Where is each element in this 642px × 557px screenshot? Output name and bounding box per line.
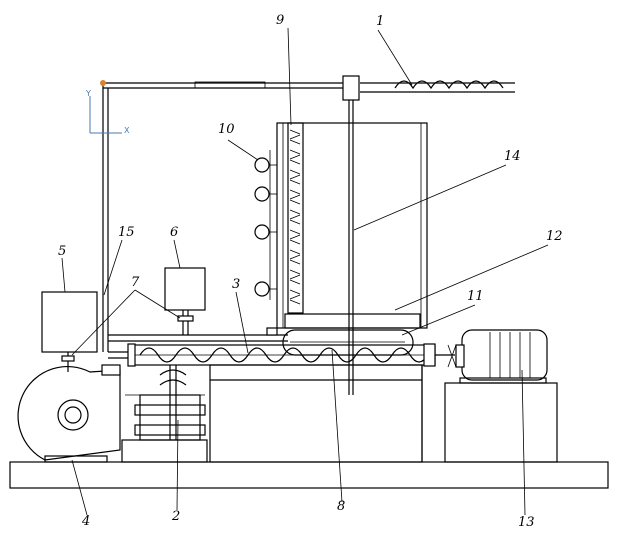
- label-11: 11: [467, 289, 484, 304]
- shaft-collar: [342, 75, 360, 395]
- gauge-4: [254, 281, 270, 297]
- label-2: 2: [171, 509, 180, 524]
- motor: [444, 329, 558, 463]
- label-15: 15: [118, 225, 135, 240]
- label-13: 13: [518, 515, 535, 530]
- feed-pipe: [108, 327, 288, 359]
- label-3: 3: [232, 277, 240, 292]
- label-6: 6: [170, 225, 178, 240]
- gauges: [254, 150, 277, 300]
- gear-drive: [121, 365, 208, 463]
- label-14: 14: [504, 149, 521, 164]
- label-9: 9: [276, 13, 284, 28]
- axis-indicator: Y X: [85, 89, 130, 135]
- box-6: [164, 267, 206, 335]
- origin-marker: [100, 80, 106, 86]
- top-rod: [100, 80, 515, 352]
- label-7: 7: [131, 275, 140, 290]
- top-spring-coil: [394, 80, 504, 90]
- box-5: [41, 291, 98, 372]
- axis-x-label: X: [124, 126, 130, 135]
- part-labels: 1 9 10 14 12 11 15 6 5 7 3 8 4 2 13: [58, 13, 563, 530]
- support-frame: [209, 364, 423, 463]
- gauge-2: [254, 186, 270, 202]
- label-4: 4: [81, 514, 90, 529]
- label-10: 10: [218, 122, 235, 137]
- leader-lines: [61, 27, 549, 516]
- label-12: 12: [546, 229, 563, 244]
- gauge-3: [254, 224, 270, 240]
- base-plate: [9, 461, 609, 489]
- label-1: 1: [376, 14, 384, 29]
- label-8: 8: [337, 499, 345, 514]
- main-vessel: [276, 122, 428, 329]
- axis-y-label: Y: [85, 89, 91, 98]
- gauge-1: [254, 157, 270, 173]
- blower: [17, 364, 121, 463]
- label-5: 5: [58, 244, 66, 259]
